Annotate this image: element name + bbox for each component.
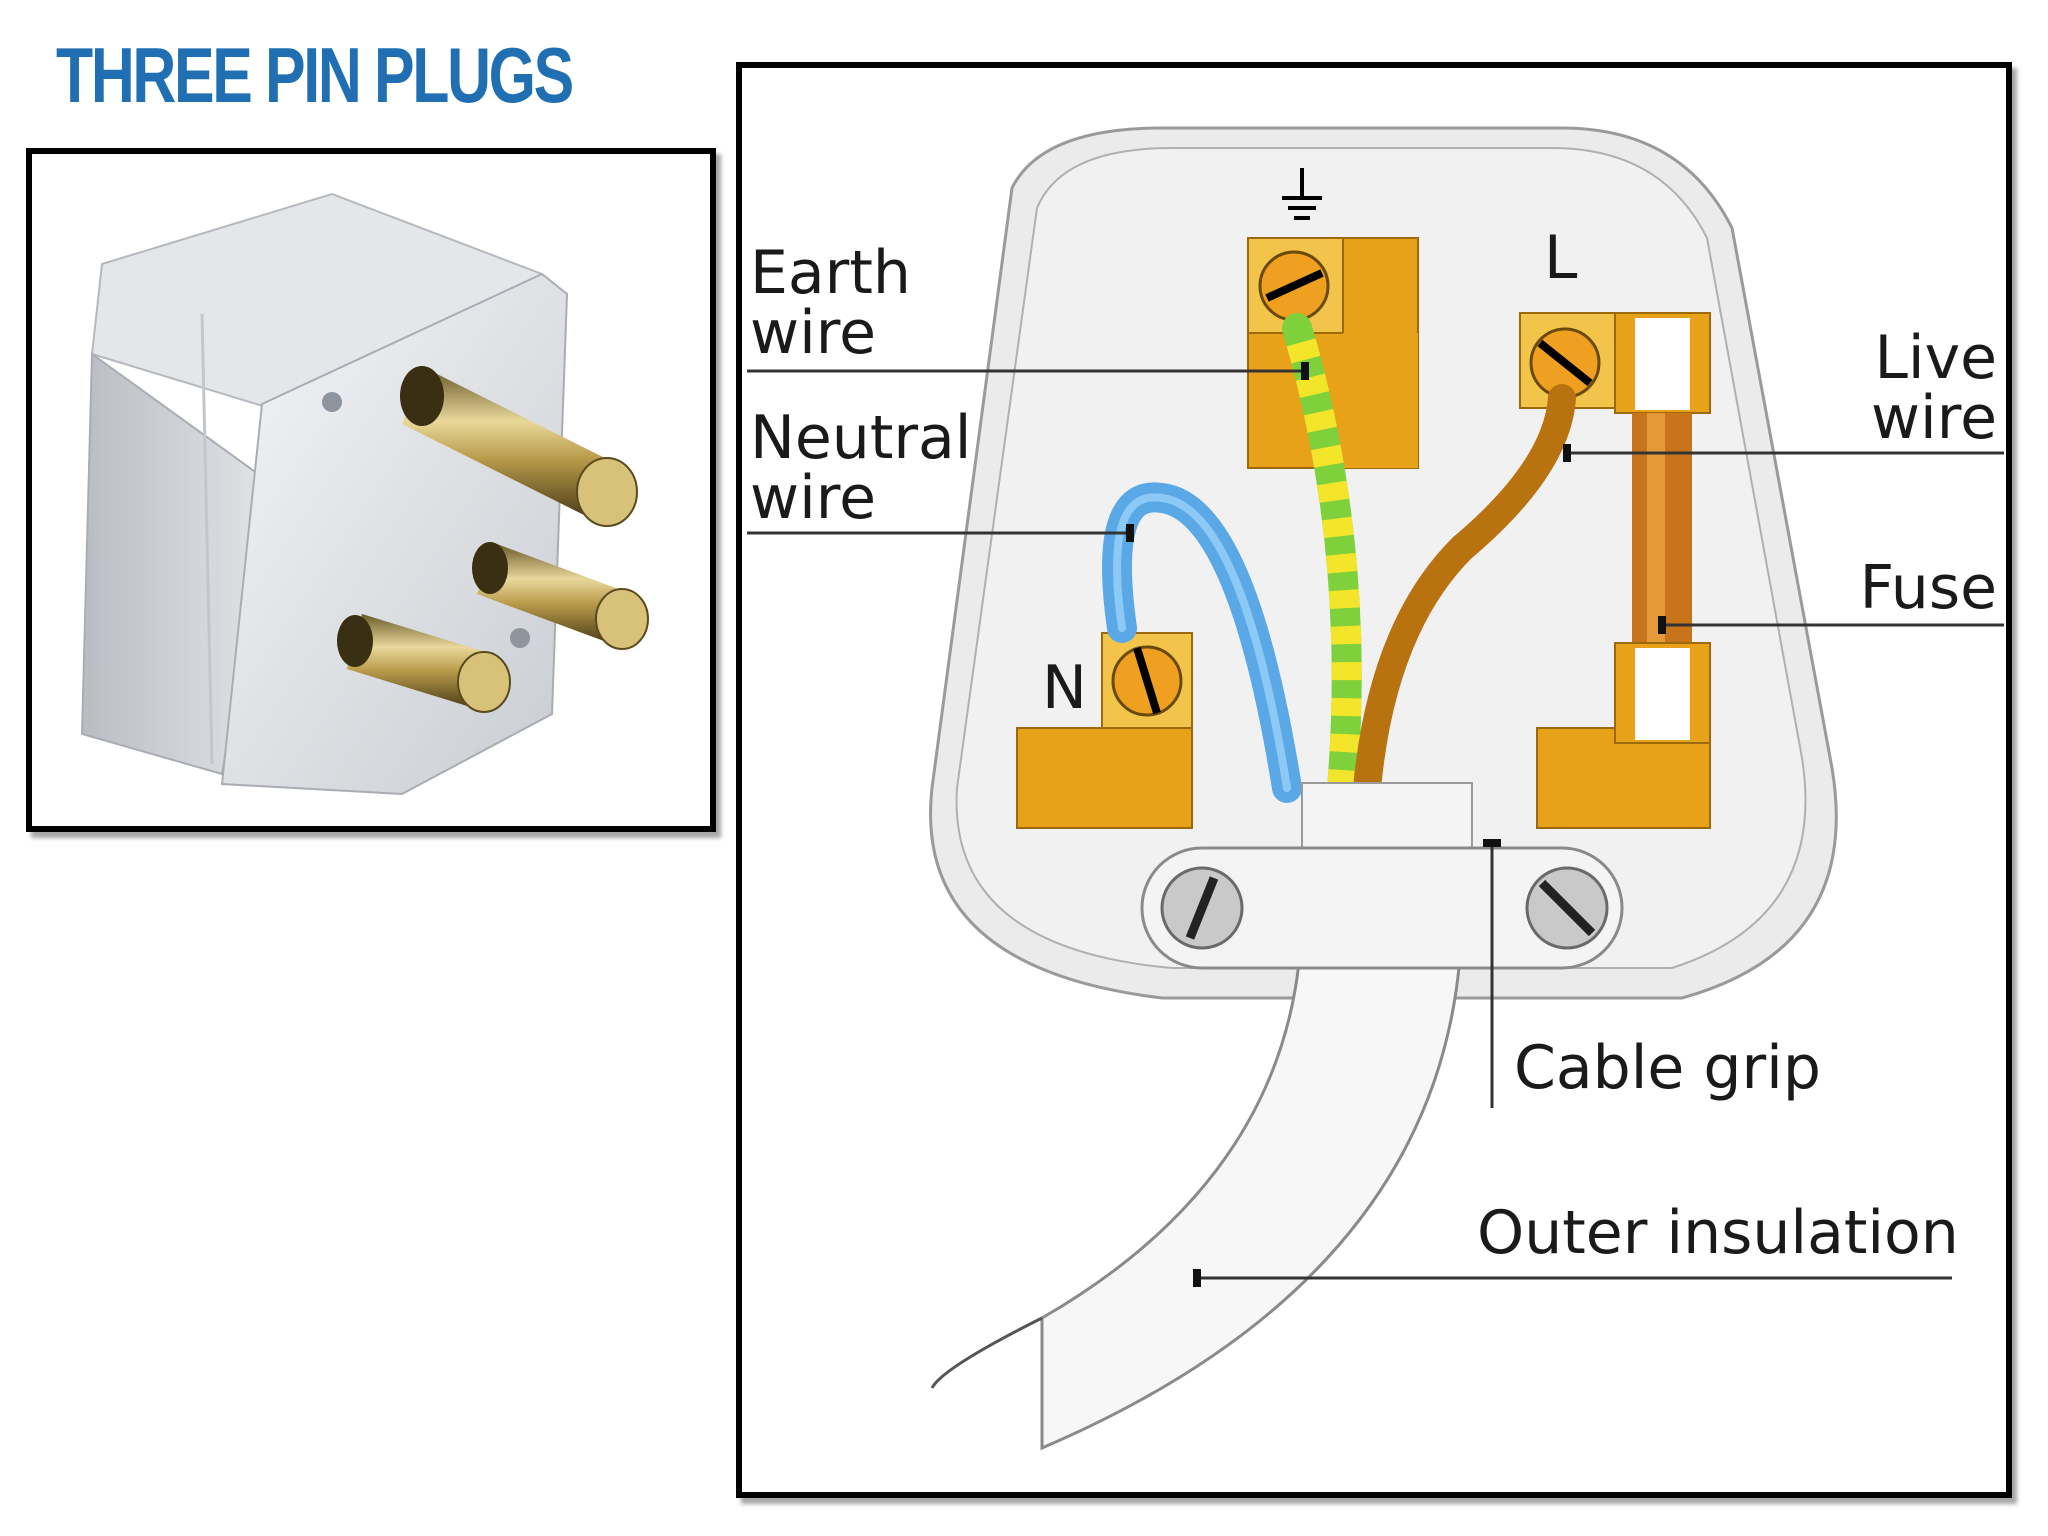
neutral-terminal-block [1016, 727, 1193, 829]
fuse-label: Fuse [1860, 553, 1997, 623]
cable-grip-label: Cable grip [1514, 1033, 1821, 1103]
earth-wire-label-line1: Earth [750, 238, 911, 308]
neutral-wire-label-line1: Neutral [750, 403, 971, 473]
neutral-terminal-label: N [1042, 653, 1087, 723]
live-wire-label-line2: wire [1871, 383, 1997, 453]
live-terminal-label: L [1544, 223, 1578, 293]
outer-insulation-label: Outer insulation [1477, 1198, 1959, 1268]
plug-pin-right [472, 542, 649, 650]
plug-pin-left [337, 614, 511, 713]
plug-photo-frame [26, 148, 716, 832]
plug-wiring-diagram: Earth wire Neutral wire Live wire Fuse C… [736, 62, 2012, 1498]
outer-cable [1040, 906, 1464, 1451]
three-pin-plug-photo [80, 192, 649, 796]
live-wire [1353, 384, 1576, 802]
live-wire-label-line1: Live [1874, 323, 1997, 393]
page-title: THREE PIN PLUGS [56, 31, 574, 119]
live-lower-block [1536, 727, 1711, 829]
cable-grip-bar [1140, 846, 1624, 970]
earth-wire-label-line2: wire [750, 298, 876, 368]
earth-ground-symbol [1282, 168, 1322, 220]
neutral-wire-label-line2: wire [750, 463, 876, 533]
plug-pin-top [400, 366, 638, 527]
